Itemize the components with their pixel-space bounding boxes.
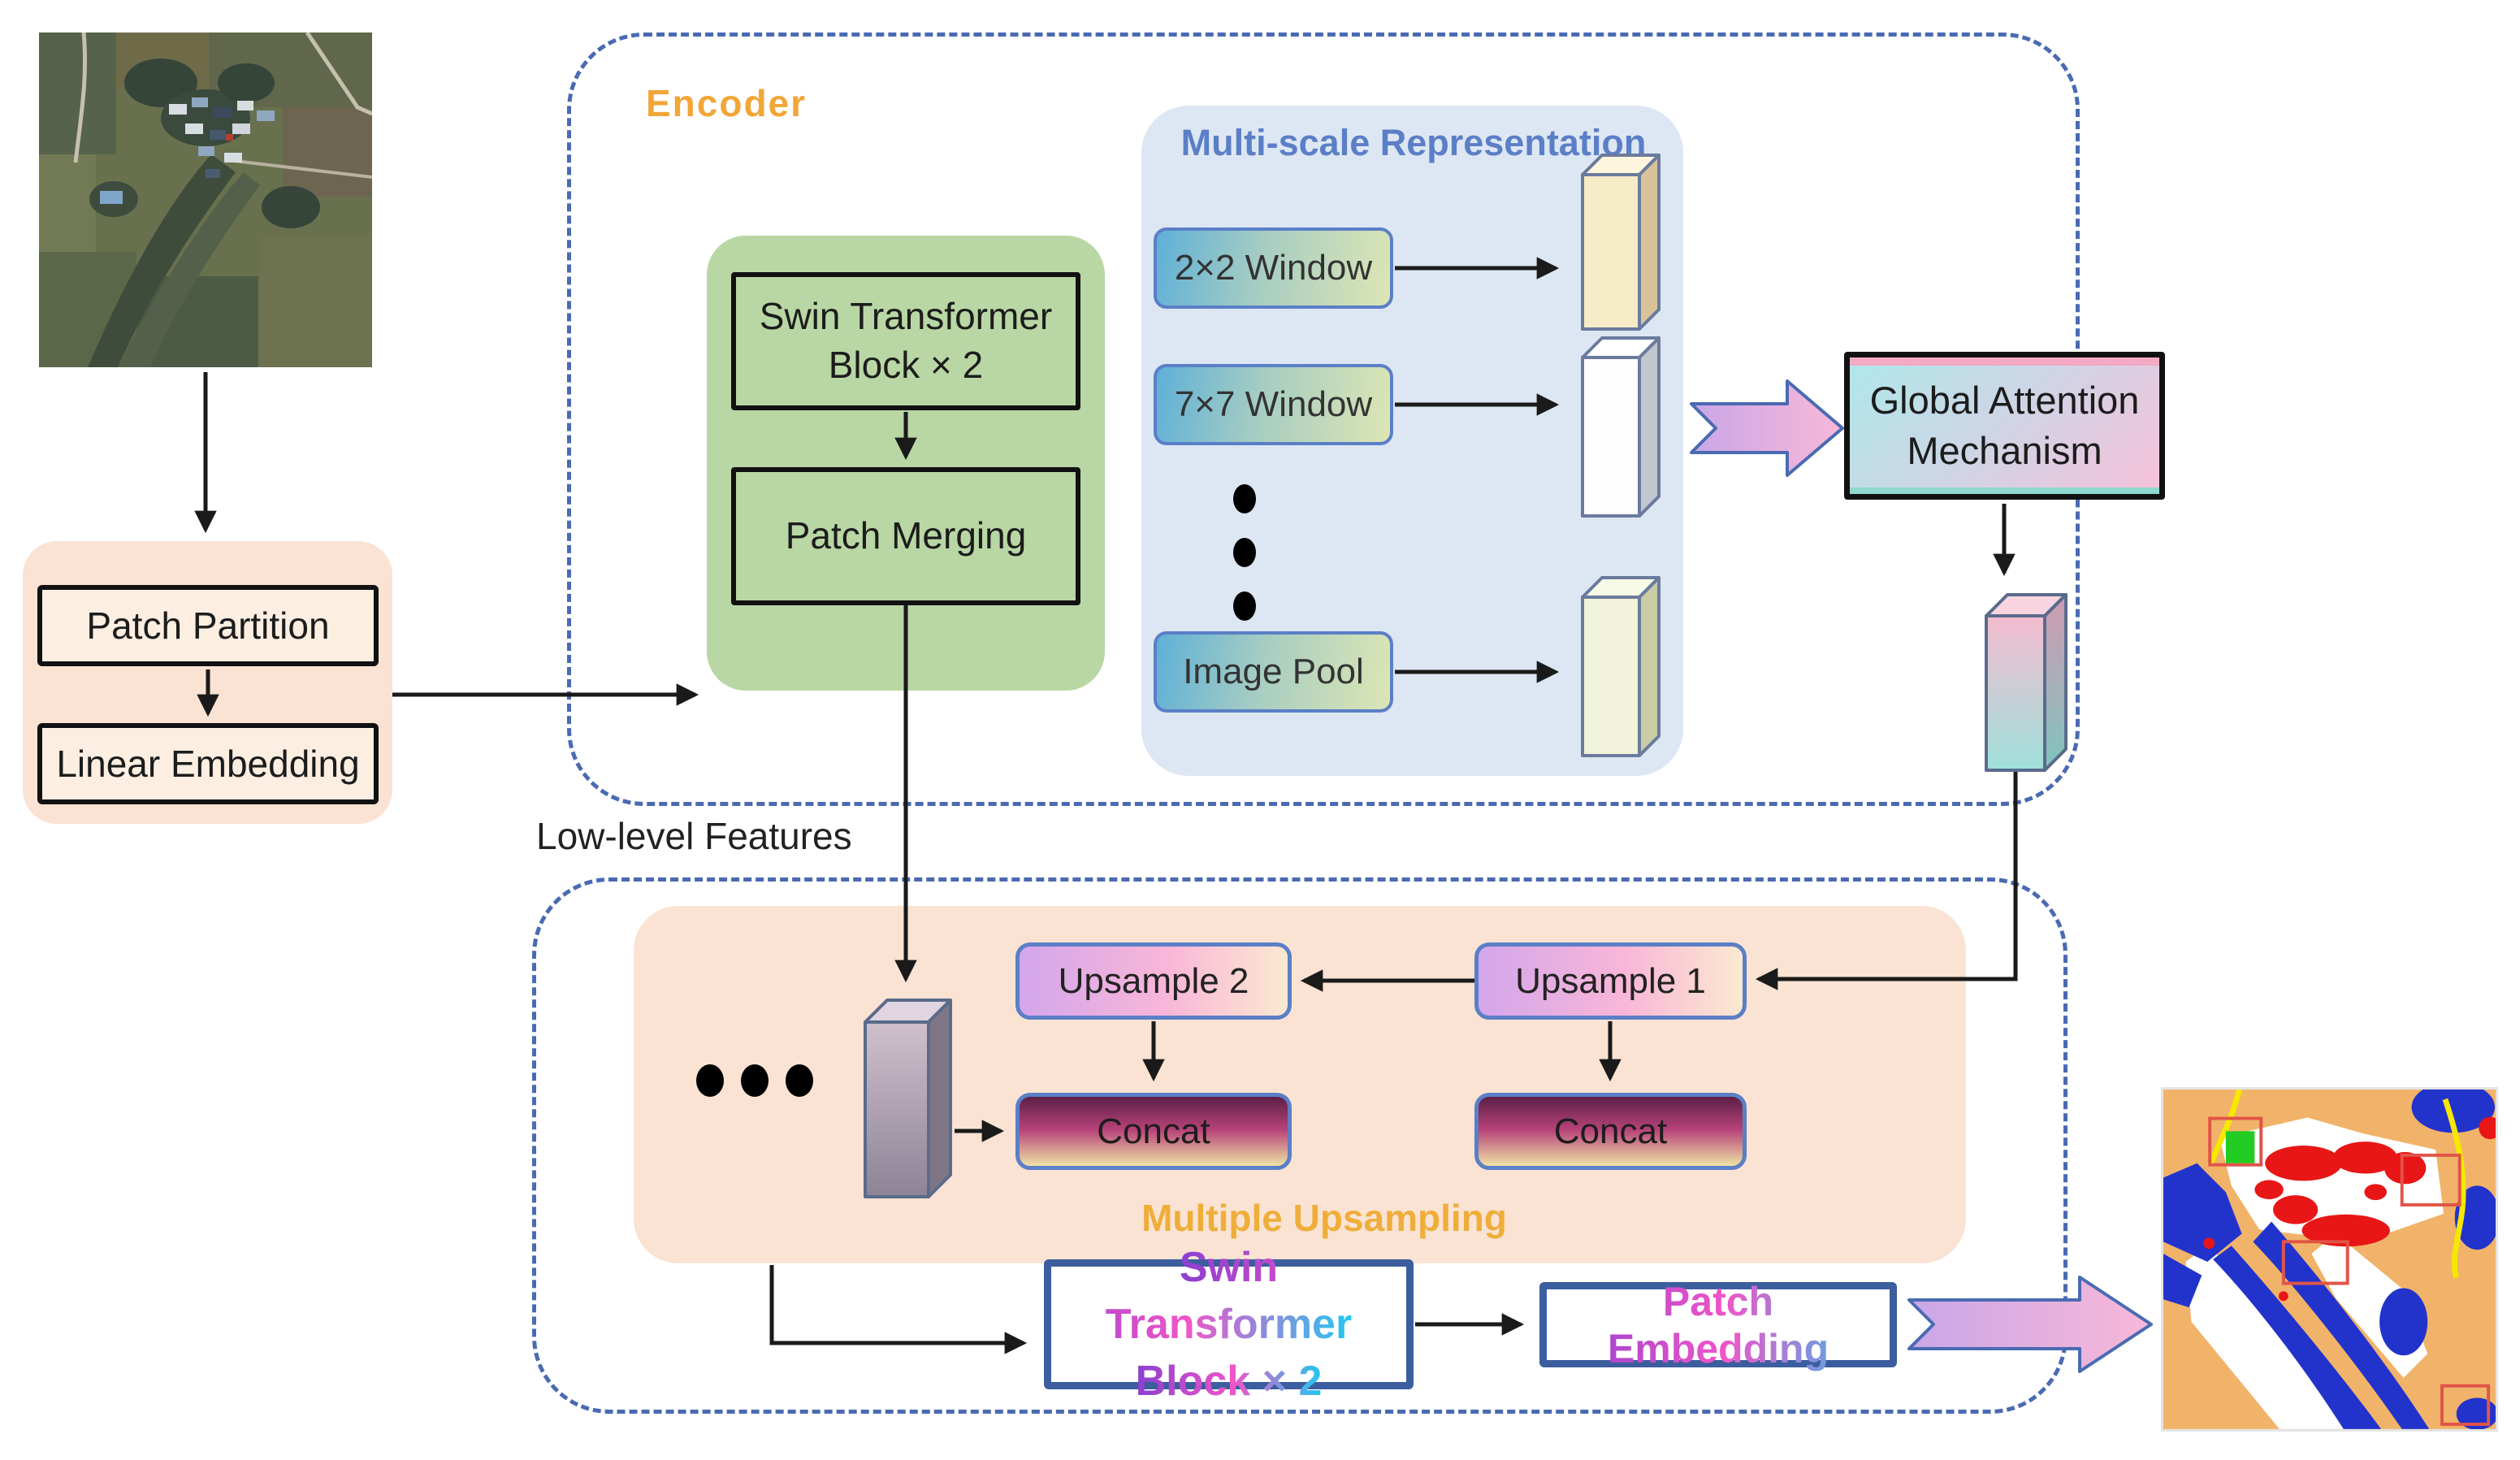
detection-outline-rects <box>2208 1116 2491 1426</box>
patch-partition-box: Patch Partition <box>37 585 379 666</box>
encoder-label: Encoder <box>646 82 808 124</box>
linear-embedding-label: Linear Embedding <box>56 743 360 785</box>
global-attention-box: Global Attention Mechanism <box>1844 352 2165 500</box>
low-level-features-label: Low-level Features <box>536 815 852 857</box>
yellow-road-lines <box>2206 1090 2466 1279</box>
gam-line2: Mechanism <box>1907 429 2102 472</box>
patch-merging-label: Patch Merging <box>785 514 1027 557</box>
swin-bottom-line2: Block × 2 <box>1135 1358 1323 1406</box>
swin-transformer-block-box: Swin Transformer Block × 2 <box>731 272 1080 410</box>
gam-line1: Global Attention <box>1869 378 2140 422</box>
concat-right-box: Concat <box>1474 1093 1747 1170</box>
decoder-container <box>532 877 2068 1414</box>
upsample1-box: Upsample 1 <box>1474 942 1747 1020</box>
multiple-upsampling-label: Multiple Upsampling <box>1141 1197 1507 1239</box>
red-class-regions <box>2203 1116 2496 1302</box>
patch-merging-box: Patch Merging <box>731 467 1080 605</box>
window-2x2-box: 2×2 Window <box>1154 227 1393 309</box>
patch-embedding-box: Patch Embedding <box>1539 1279 1897 1371</box>
decoder-swin-block-box: Swin Transformer Block × 2 <box>1044 1244 1414 1405</box>
swin-bottom-line1: Swin Transformer <box>1105 1243 1353 1348</box>
output-segmentation-map <box>2161 1087 2498 1432</box>
concat-left-box: Concat <box>1015 1093 1292 1170</box>
patch-partition-label: Patch Partition <box>86 604 330 647</box>
swin-top-line2: Block × 2 <box>828 344 984 386</box>
window-7x7-box: 7×7 Window <box>1154 364 1393 445</box>
green-class-region <box>2225 1131 2255 1163</box>
patch-embedding-label: Patch Embedding <box>1547 1278 1890 1372</box>
multiscale-title: Multi-scale Representation <box>1180 122 1647 163</box>
blue-class-regions <box>2163 1090 2496 1429</box>
village-buildings <box>100 97 275 204</box>
upsample2-box: Upsample 2 <box>1015 942 1292 1020</box>
linear-embedding-box: Linear Embedding <box>37 723 379 804</box>
image-pool-box: Image Pool <box>1154 631 1393 713</box>
input-satellite-image <box>39 32 372 367</box>
swin-top-line1: Swin Transformer <box>759 295 1053 338</box>
